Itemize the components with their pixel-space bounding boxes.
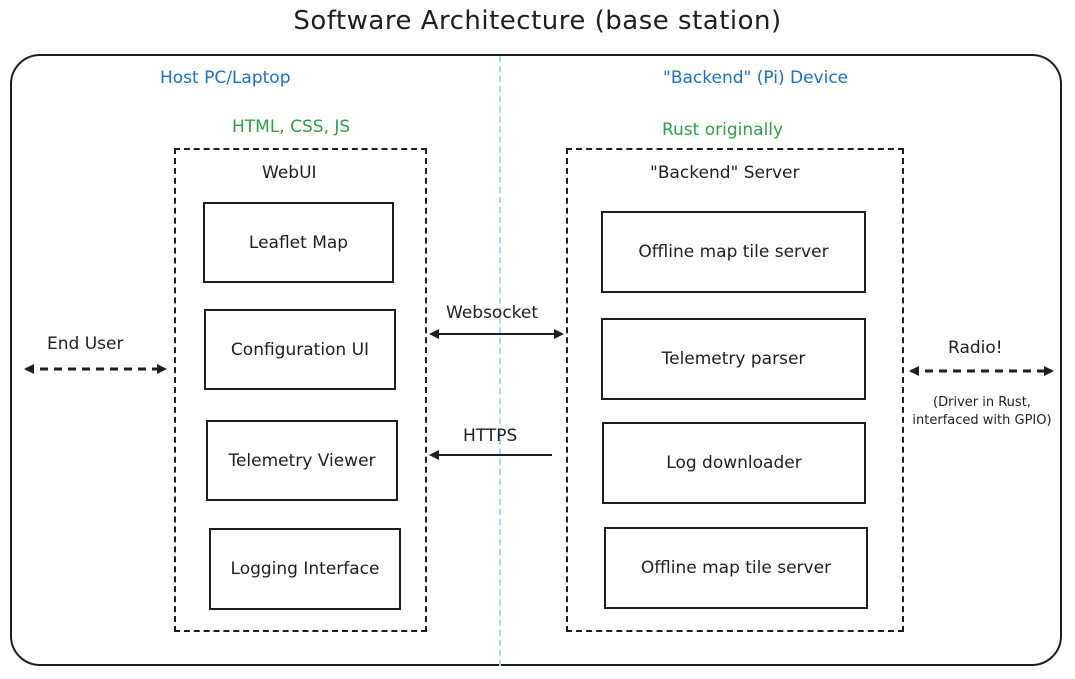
radio-label: Radio! (948, 338, 1003, 358)
radio-driver-note: (Driver in Rust, interfaced with GPIO) (912, 395, 1052, 428)
server-component: Telemetry parser (601, 318, 866, 400)
server-component: Offline map tile server (604, 527, 868, 609)
webui-component: Configuration UI (204, 309, 396, 390)
webui-container (174, 148, 427, 632)
server-component: Log downloader (602, 422, 866, 504)
webui-title: WebUI (262, 163, 317, 183)
end-user-label: End User (47, 334, 124, 354)
backend-server-title: "Backend" Server (650, 163, 800, 183)
host-heading: Host PC/Laptop (160, 68, 291, 88)
server-component: Offline map tile server (601, 211, 866, 293)
device-heading: "Backend" (Pi) Device (663, 68, 849, 88)
diagram-title: Software Architecture (base station) (293, 6, 782, 36)
https-label: HTTPS (463, 426, 518, 446)
system-frame (10, 54, 1062, 666)
webui-component: Leaflet Map (203, 202, 394, 283)
backend-server-container (566, 148, 904, 632)
webui-component: Telemetry Viewer (206, 420, 398, 501)
host-device-divider (499, 56, 501, 666)
device-tech-label: Rust originally (662, 120, 784, 140)
host-tech-label: HTML, CSS, JS (232, 117, 351, 137)
webui-component: Logging Interface (209, 528, 401, 610)
websocket-label: Websocket (446, 303, 539, 323)
